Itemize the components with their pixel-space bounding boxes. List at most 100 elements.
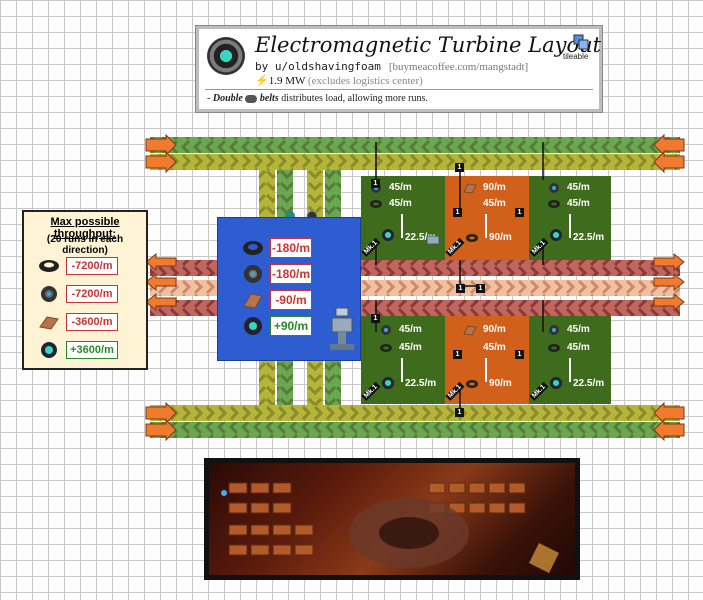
magnetic-coil-icon	[38, 285, 60, 303]
magnet-ring-icon	[548, 344, 560, 352]
sorter-badge: 1	[515, 350, 524, 359]
magnetic-coil-icon	[381, 325, 391, 335]
sorter-badge: 1	[453, 208, 462, 217]
sorter-badge: 1	[453, 350, 462, 359]
author-line: by u/oldshavingfoam [buymeacoffee.com/man…	[255, 60, 528, 73]
top-belt-green	[150, 137, 680, 153]
belt-end-arrows	[145, 133, 685, 442]
divider	[205, 89, 593, 90]
sorter-badge: 1	[476, 284, 485, 293]
magnet-ring-icon	[243, 241, 263, 255]
throughput-value: -3600/m	[66, 313, 118, 331]
output-rate: 22.5/m	[573, 378, 605, 389]
input-rate: 45/m	[567, 182, 590, 193]
throughput-value: -7200/m	[66, 285, 118, 303]
cell-orange-bottom-labels: 90/m 45/m 90/m 1 Mk.1	[445, 316, 529, 404]
throughput-value: +3600/m	[66, 341, 118, 359]
copper-ingot-icon	[38, 313, 60, 331]
center-value: -90/m	[270, 290, 312, 310]
input-rate: 45/m	[389, 182, 412, 193]
throughput-subheading: (20 runs in each direction)	[46, 234, 124, 256]
in-game-screenshot	[204, 458, 580, 580]
sorter-mk-label: Mk.1	[529, 382, 549, 401]
input-rate: 45/m	[483, 198, 506, 209]
lightning-icon: ⚡	[255, 75, 269, 87]
power-value: 1.9 MW	[268, 75, 306, 87]
throughput-value: -7200/m	[66, 257, 118, 275]
input-rate: 45/m	[399, 324, 422, 335]
center-value: -180/m	[270, 238, 312, 258]
copper-ingot-icon	[463, 325, 477, 336]
sorter-mk-label: Mk.1	[529, 238, 549, 257]
output-rate: 22.5/m	[405, 232, 437, 243]
sorter-mk-label: Mk.1	[445, 382, 465, 401]
sorter-badge: 1	[456, 284, 465, 293]
belt-icon	[245, 94, 258, 103]
input-rate: 45/m	[399, 342, 422, 353]
input-rate: 45/m	[389, 198, 412, 209]
flow-arrow	[569, 358, 571, 382]
flow-arrow	[401, 214, 403, 238]
assembler-icon	[330, 307, 354, 350]
flow-arrow	[485, 214, 487, 238]
electromagnetic-turbine-icon	[244, 317, 262, 335]
cell-orange-top-labels: 90/m 45/m 90/m 1 Mk.1	[445, 176, 529, 260]
output-rate: 22.5/m	[405, 378, 437, 389]
magnetic-coil-icon	[549, 325, 559, 335]
sorter-mk-label: Mk.1	[361, 382, 381, 401]
assembler-summary-box: -180/m -180/m -90/m +90/m	[217, 217, 361, 361]
flow-arrow	[401, 358, 403, 382]
cell-green-top-right-labels: 45/m 45/m 22.5/m 1 Mk.1	[515, 176, 611, 260]
throughput-panel: Max possible throughput: (20 runs in eac…	[22, 210, 148, 370]
sorter-badge: 1	[371, 314, 380, 323]
sorter-mk-label: Mk.1	[445, 238, 465, 257]
input-rate: 90/m	[483, 324, 506, 335]
tileable-icon	[573, 34, 589, 50]
magnetic-coil-icon	[549, 183, 559, 193]
output-rate: 90/m	[489, 378, 512, 389]
electromagnetic-turbine-icon	[207, 37, 245, 75]
electromagnetic-turbine-icon	[38, 341, 60, 359]
power-line: ⚡1.9 MW (excludes logistics center)	[255, 74, 423, 87]
magnet-ring-icon	[466, 380, 478, 388]
magnetic-coil-icon	[244, 265, 262, 283]
flow-arrow	[485, 358, 487, 382]
throughput-heading: Max possible throughput:	[50, 216, 120, 240]
author-link[interactable]: [buymeacoffee.com/mangstadt]	[388, 61, 529, 73]
sorter-badge: 1	[455, 408, 464, 417]
bottom-belt-green	[150, 422, 680, 438]
power-note: (excludes logistics center)	[307, 75, 423, 87]
bottom-belt-yellow	[150, 405, 680, 421]
desc-belts: belts	[259, 93, 279, 104]
cell-green-top-left-labels: 45/m 45/m 22.5/m 1 Mk.1	[361, 176, 445, 260]
cell-green-bottom-left-labels: 45/m 45/m 22.5/m 1 Mk.1	[361, 314, 445, 404]
magnet-ring-icon	[38, 257, 60, 275]
cell-green-bottom-right-labels: 45/m 45/m 22.5/m 1 Mk.1	[515, 316, 611, 404]
tileable-label: tileable	[563, 52, 589, 61]
sorter-badge: 1	[455, 163, 464, 172]
sorter-badge: 1	[371, 179, 380, 188]
input-rate: 45/m	[567, 198, 590, 209]
magnet-ring-icon	[370, 200, 382, 208]
input-rate: 45/m	[567, 324, 590, 335]
electromagnetic-turbine-icon	[382, 377, 394, 389]
copper-ingot-icon	[243, 293, 263, 309]
flow-arrow	[569, 214, 571, 238]
magnet-ring-icon	[548, 200, 560, 208]
top-belt-yellow	[150, 154, 680, 170]
assembler-icon	[426, 235, 440, 245]
description: - Double belts distributes load, allowin…	[207, 93, 428, 104]
electromagnetic-turbine-icon	[550, 377, 562, 389]
desc-rest: distributes load, allowing more runs.	[281, 93, 428, 104]
copper-ingot-icon	[463, 183, 477, 194]
input-rate: 90/m	[483, 182, 506, 193]
output-rate: 90/m	[489, 232, 512, 243]
electromagnetic-turbine-icon	[382, 229, 394, 241]
sorter-mk-label: Mk.1	[361, 238, 381, 257]
factory-render-image	[221, 482, 559, 573]
author: by u/oldshavingfoam	[255, 60, 381, 73]
electromagnetic-turbine-icon	[550, 229, 562, 241]
input-rate: 45/m	[567, 342, 590, 353]
title-card: Electromagnetic Turbine Layout by u/olds…	[196, 26, 602, 112]
center-value: +90/m	[270, 316, 312, 336]
